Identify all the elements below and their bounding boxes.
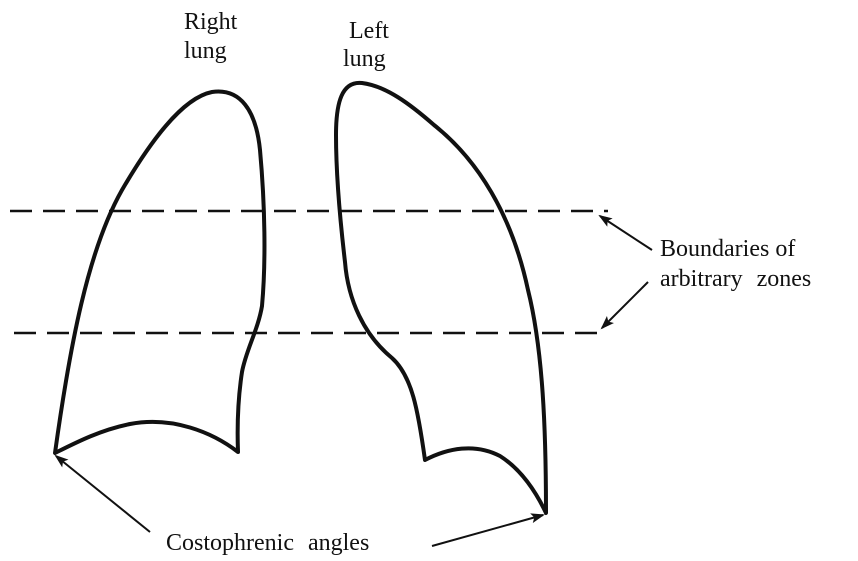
costophrenic-angles-label: Costophrenic angles [166, 530, 369, 556]
zone-arrow-upper [600, 216, 652, 250]
zone-arrow-lower [602, 282, 648, 328]
left-lung-label-line2: lung [343, 46, 386, 72]
right-lung-outline [55, 92, 264, 453]
angle-arrow-right [56, 456, 150, 532]
right-lung-label-line1: Right [184, 9, 237, 35]
zones-label-line1: Boundaries of [660, 236, 795, 262]
left-lung-label-line1: Left [349, 18, 389, 44]
right-lung-label-line2: lung [184, 38, 227, 64]
zones-label-line2: arbitrary zones [660, 266, 811, 292]
left-lung-outline [336, 83, 546, 513]
angle-arrow-left [432, 515, 543, 546]
